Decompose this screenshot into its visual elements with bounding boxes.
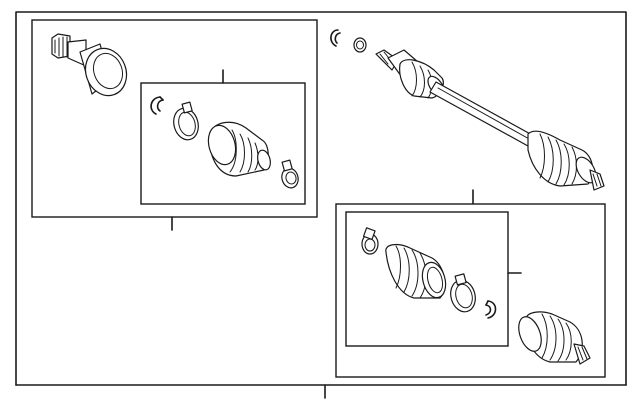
outer-frame — [15, 11, 627, 399]
outer-boot-on-shaft — [527, 130, 597, 187]
outer-cv-joint — [518, 311, 591, 365]
boot-clamp-small — [281, 159, 299, 189]
snap-ring-outer — [485, 300, 497, 319]
outer-joint-kit-box — [335, 189, 606, 378]
circlip — [353, 37, 367, 53]
cv-boot-inner — [207, 121, 271, 177]
boot-clamp-large-outer — [450, 273, 476, 313]
retaining-ring — [330, 29, 341, 47]
inner-boot-kit-box — [140, 69, 306, 205]
snap-ring — [150, 96, 164, 115]
inner-joint-kit-box — [31, 19, 318, 231]
outer-boot-kit-box — [345, 211, 522, 347]
boot-clamp-small-outer — [361, 227, 379, 255]
cv-boot-outer — [385, 243, 447, 299]
axle-shaft-bar — [429, 81, 535, 147]
boot-clamp-large — [173, 101, 199, 141]
inner-cv-joint-housing — [51, 33, 128, 97]
outer-stub-spline — [589, 169, 605, 191]
axle-shaft-assembly — [330, 29, 605, 191]
